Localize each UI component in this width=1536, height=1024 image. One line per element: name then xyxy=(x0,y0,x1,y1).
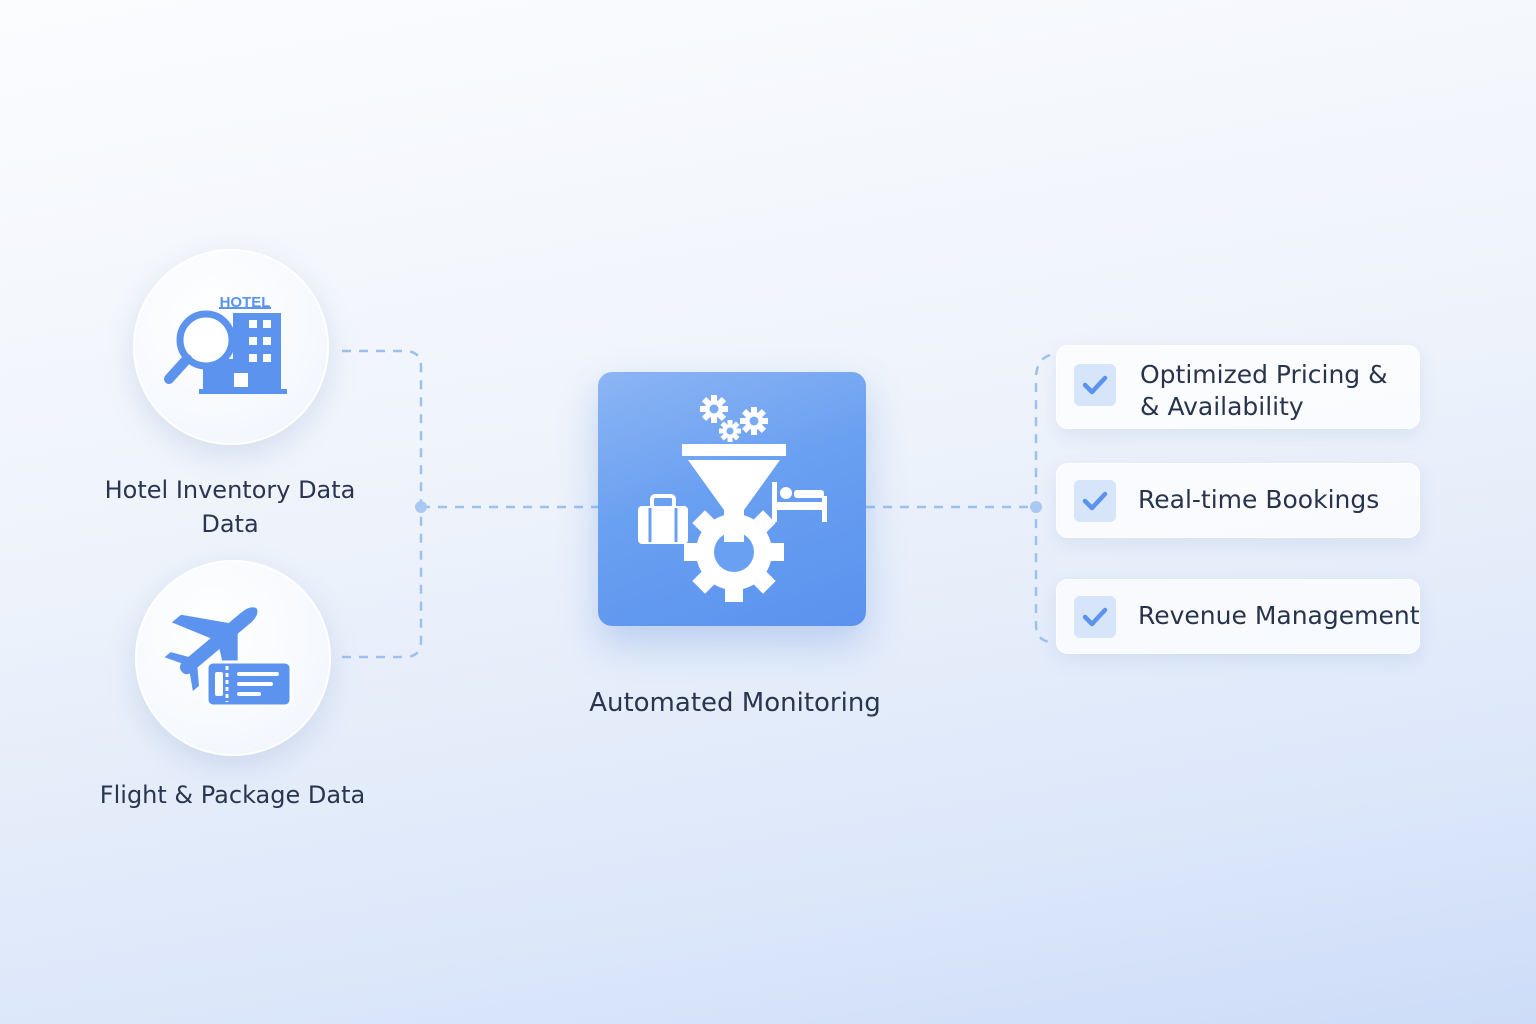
checkmark-icon xyxy=(1074,364,1116,406)
output-label: Revenue Management xyxy=(1138,601,1420,630)
output-label: Real-time Bookings xyxy=(1138,485,1380,514)
connector-flight xyxy=(342,507,423,659)
hub-label: Automated Monitoring xyxy=(589,688,881,718)
connector-outputs xyxy=(1034,353,1051,644)
airplane-ticket-icon xyxy=(164,607,293,708)
connector-hotel xyxy=(342,349,423,507)
output-label-line2: & Availability xyxy=(1140,392,1304,421)
output-label-line1: Optimized Pricing & xyxy=(1140,360,1388,389)
junction-dot-left xyxy=(415,501,427,513)
flight-source-circle xyxy=(135,560,331,756)
checkmark-icon xyxy=(1074,480,1116,522)
hotel-search-icon: HOTEL xyxy=(164,294,287,394)
output-card-pricing: Optimized Pricing & & Availability xyxy=(1056,345,1420,429)
junction-dot-right xyxy=(1030,501,1042,513)
hotel-source-label: Hotel Inventory Data Data xyxy=(104,476,356,538)
checkmark-icon xyxy=(1074,596,1116,638)
funnel-gear-icon xyxy=(638,395,827,602)
hotel-source-circle: HOTEL xyxy=(133,249,329,445)
flight-source-label: Flight & Package Data xyxy=(99,781,366,809)
svg-text:HOTEL: HOTEL xyxy=(220,294,271,311)
output-card-revenue: Revenue Management xyxy=(1056,579,1420,654)
output-card-bookings: Real-time Bookings xyxy=(1056,463,1420,538)
automated-monitoring-hub xyxy=(598,372,866,626)
